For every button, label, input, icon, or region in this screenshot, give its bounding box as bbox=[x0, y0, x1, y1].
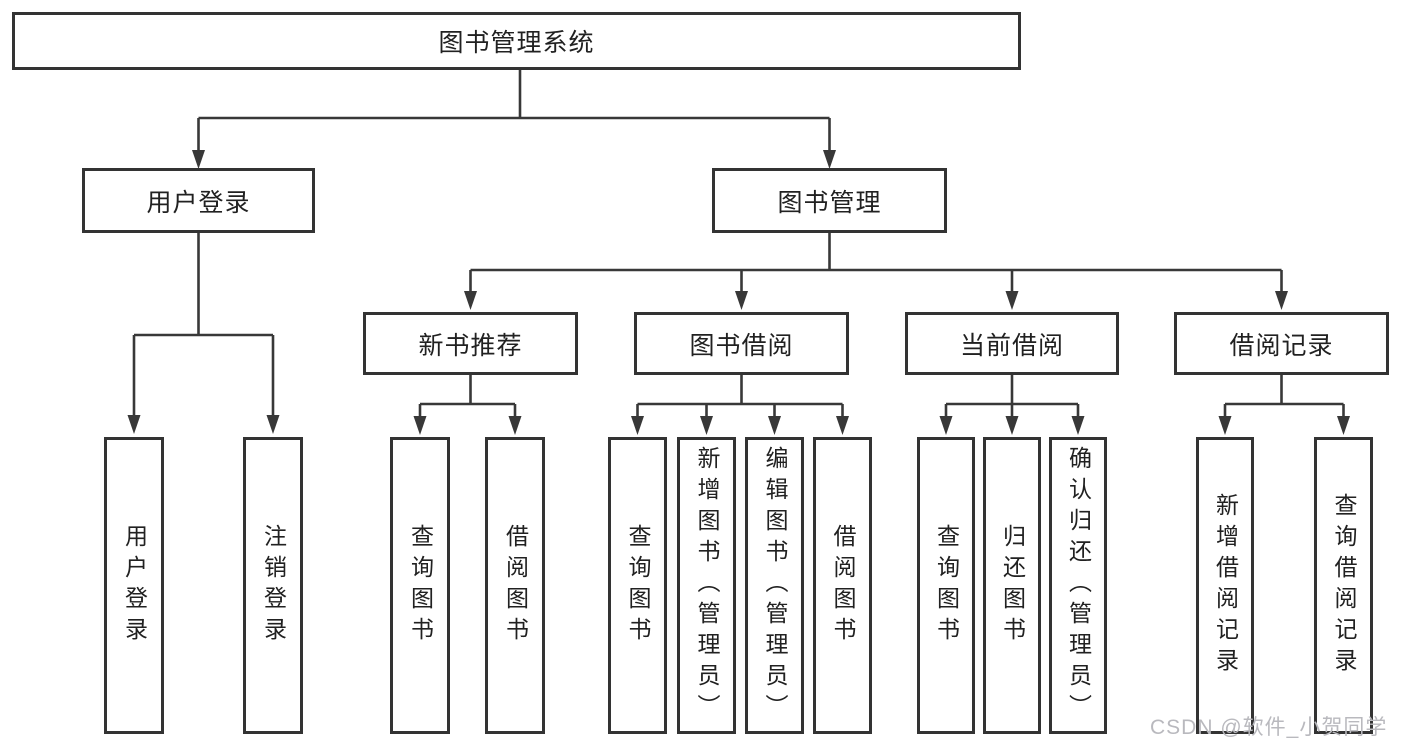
leaf-label: 查询借阅记录 bbox=[1331, 492, 1357, 679]
leaf-label: 编辑图书（管理员） bbox=[762, 446, 788, 725]
node-book-management: 图书管理 bbox=[712, 168, 947, 233]
node-label: 当前借阅 bbox=[959, 331, 1064, 360]
node-label: 借阅记录 bbox=[1229, 331, 1334, 360]
leaf-label: 借阅图书 bbox=[502, 523, 529, 648]
leaf-label: 确认归还（管理员） bbox=[1065, 446, 1092, 725]
node-borrowing-records: 借阅记录 bbox=[1174, 312, 1389, 375]
node-label: 新书推荐 bbox=[418, 331, 523, 360]
node-label: 图书管理 bbox=[777, 188, 882, 217]
leaf-label: 注销登录 bbox=[260, 523, 287, 648]
leaf-label: 用户登录 bbox=[121, 523, 148, 648]
leaf-query-books-recommend: 查询图书 bbox=[390, 437, 450, 734]
leaf-return-books: 归还图书 bbox=[983, 437, 1041, 734]
leaf-user-login: 用户登录 bbox=[104, 437, 164, 734]
leaf-label: 查询图书 bbox=[407, 523, 434, 648]
node-current-borrowing: 当前借阅 bbox=[905, 312, 1119, 375]
node-library-management-system: 图书管理系统 bbox=[12, 12, 1021, 70]
leaf-label: 归还图书 bbox=[999, 523, 1026, 648]
node-label: 用户登录 bbox=[146, 188, 251, 217]
leaf-borrow-books-recommend: 借阅图书 bbox=[485, 437, 545, 734]
leaf-query-books-borrowing: 查询图书 bbox=[608, 437, 667, 734]
node-book-borrowing: 图书借阅 bbox=[634, 312, 849, 375]
leaf-query-borrow-record: 查询借阅记录 bbox=[1314, 437, 1373, 734]
leaf-label: 新增图书（管理员） bbox=[694, 446, 720, 725]
leaf-logout: 注销登录 bbox=[243, 437, 303, 734]
leaf-label: 借阅图书 bbox=[830, 523, 856, 648]
leaf-edit-books-admin: 编辑图书（管理员） bbox=[745, 437, 804, 734]
leaf-label: 查询图书 bbox=[625, 523, 651, 648]
leaf-query-books-current: 查询图书 bbox=[917, 437, 975, 734]
node-label: 图书借阅 bbox=[689, 331, 794, 360]
leaf-label: 查询图书 bbox=[933, 523, 960, 648]
node-new-book-recommend: 新书推荐 bbox=[363, 312, 578, 375]
node-user-login: 用户登录 bbox=[82, 168, 315, 233]
leaf-add-books-admin: 新增图书（管理员） bbox=[677, 437, 736, 734]
node-label: 图书管理系统 bbox=[438, 29, 595, 57]
leaf-confirm-return-admin: 确认归还（管理员） bbox=[1049, 437, 1107, 734]
leaf-borrow-books-borrowing: 借阅图书 bbox=[813, 437, 872, 734]
leaf-label: 新增借阅记录 bbox=[1212, 492, 1239, 679]
csdn-watermark: CSDN @软件_小贺同学 bbox=[1150, 716, 1388, 739]
leaf-add-borrow-record: 新增借阅记录 bbox=[1196, 437, 1254, 734]
